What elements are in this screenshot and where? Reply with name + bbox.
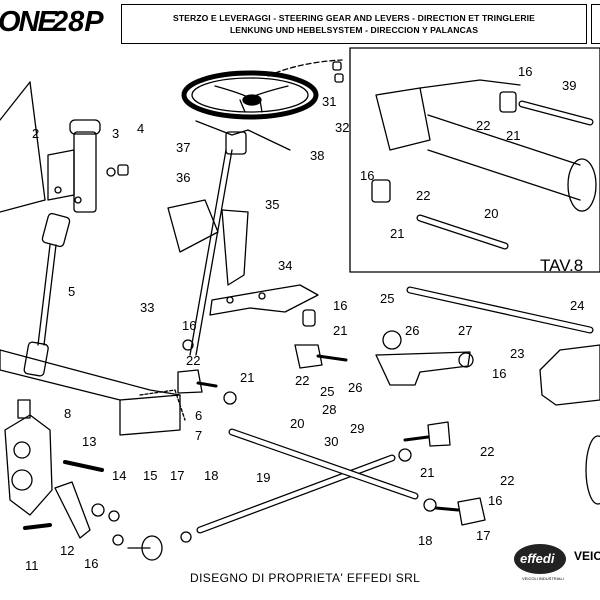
logo-oval (514, 544, 566, 574)
callout-17: 17 (170, 468, 184, 483)
callout-21: 21 (390, 226, 404, 241)
model-name: 28P (52, 6, 104, 38)
callout-22: 22 (186, 353, 200, 368)
steering-shaft (23, 212, 71, 377)
callout-25: 25 (320, 384, 334, 399)
callout-37: 37 (176, 140, 190, 155)
callout-18: 18 (418, 533, 432, 548)
callout-16: 16 (492, 366, 506, 381)
callout-23: 23 (510, 346, 524, 361)
callout-26: 26 (405, 323, 419, 338)
callout-20: 20 (290, 416, 304, 431)
footer-text: DISEGNO DI PROPRIETA' EFFEDI SRL (190, 571, 421, 585)
steering-gear-box (4, 399, 53, 516)
callout-22: 22 (295, 373, 309, 388)
callout-7: 7 (195, 428, 202, 443)
corner-box (591, 4, 600, 44)
callout-15: 15 (143, 468, 157, 483)
callout-26: 26 (348, 380, 362, 395)
idler-arm (375, 330, 474, 386)
callout-28: 28 (322, 402, 336, 417)
callout-20: 20 (484, 206, 498, 221)
callout-4: 4 (137, 121, 144, 136)
callout-33: 33 (140, 300, 154, 315)
combination-switch-lever (195, 120, 291, 155)
callout-5: 5 (68, 284, 75, 299)
callout-8: 8 (64, 406, 71, 421)
callout-16: 16 (518, 64, 532, 79)
inset-axle (371, 79, 597, 212)
inset-label: TAV.8 (540, 256, 584, 275)
callout-11: 11 (25, 558, 39, 573)
callout-29: 29 (350, 421, 364, 436)
callout-21: 21 (240, 370, 254, 385)
title-line-2: LENKUNG UND HEBELSYSTEM - DIRECCION Y PA… (229, 25, 479, 35)
callout-38: 38 (310, 148, 324, 163)
steering-wheel (181, 70, 319, 120)
logo-name: effedi (520, 551, 555, 566)
callout-21: 21 (333, 323, 347, 338)
callout-35: 35 (265, 197, 279, 212)
callout-16: 16 (360, 168, 374, 183)
title-line-1: STERZO E LEVERAGGI - STEERING GEAR AND L… (172, 13, 535, 23)
callout-16: 16 (84, 556, 98, 571)
callout-17: 17 (476, 528, 490, 543)
callout-22: 22 (416, 188, 430, 203)
title-box: STERZO E LEVERAGGI - STEERING GEAR AND L… (121, 4, 587, 44)
callout-31: 31 (322, 94, 336, 109)
callout-16: 16 (488, 493, 502, 508)
logo-subtitle: VEICOLI INDUSTRIALI (522, 576, 564, 581)
callout-3: 3 (112, 126, 119, 141)
callout-22: 22 (500, 473, 514, 488)
callout-34: 34 (278, 258, 292, 273)
inset-frame (349, 47, 600, 273)
callout-21: 21 (420, 465, 434, 480)
callout-18: 18 (204, 468, 218, 483)
brand-name: ONE (0, 6, 57, 38)
callout-39: 39 (562, 78, 576, 93)
callout-14: 14 (112, 468, 126, 483)
callout-16: 16 (333, 298, 347, 313)
callout-19: 19 (256, 470, 270, 485)
steering-column-upper (167, 149, 249, 356)
callout-16: 16 (182, 318, 196, 333)
callout-21: 21 (506, 128, 520, 143)
callout-12: 12 (60, 543, 74, 558)
callout-25: 25 (380, 291, 394, 306)
callout-22: 22 (480, 444, 494, 459)
callout-27: 27 (458, 323, 472, 338)
effedi-logo: effedi VEICOLI INDUSTRIALI (512, 536, 570, 584)
callout-32: 32 (335, 120, 349, 135)
steering-column-support (47, 119, 101, 213)
callout-22: 22 (476, 118, 490, 133)
brand-mark: ONE 28P (0, 4, 118, 44)
logo-side-text: VEIC (574, 549, 600, 563)
callout-30: 30 (324, 434, 338, 449)
callout-24: 24 (570, 298, 584, 313)
callout-2: 2 (32, 126, 39, 141)
callout-13: 13 (82, 434, 96, 449)
callout-6: 6 (195, 408, 202, 423)
callout-36: 36 (176, 170, 190, 185)
